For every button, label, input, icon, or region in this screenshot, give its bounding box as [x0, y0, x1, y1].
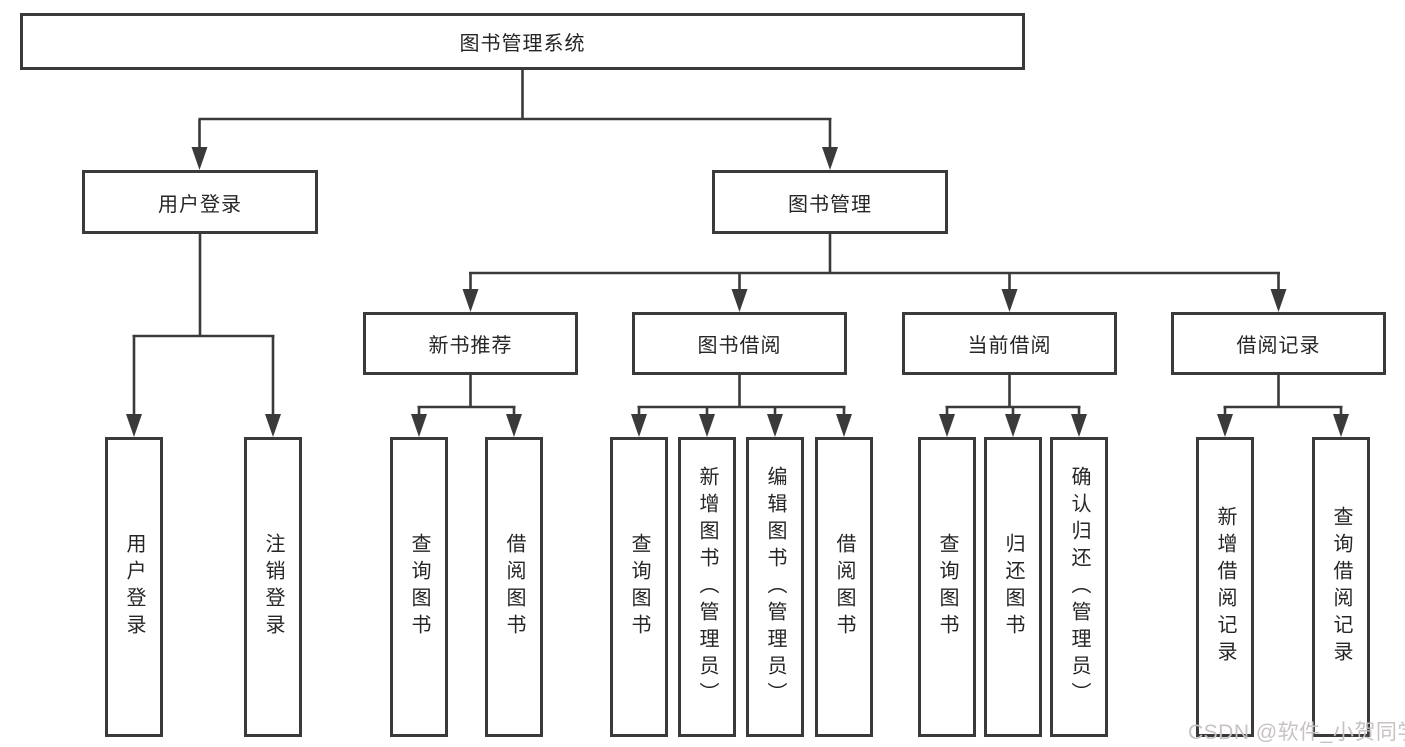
- node-add-borrow-record: 新增借阅记录: [1196, 437, 1254, 737]
- node-return-book: 归还图书: [984, 437, 1042, 737]
- node-current-borrowing: 当前借阅: [902, 312, 1117, 375]
- node-logout-action: 注销登录: [244, 437, 302, 737]
- node-edit-book-admin: 编辑图书（管理员）: [746, 437, 804, 737]
- node-new-book-recommend: 新书推荐: [363, 312, 578, 375]
- arrowheads: [126, 147, 1349, 437]
- node-borrow-books-recommend: 借阅图书: [485, 437, 543, 737]
- node-book-management: 图书管理: [712, 170, 948, 234]
- node-user-login-action: 用户登录: [105, 437, 163, 737]
- node-book-borrowing: 图书借阅: [632, 312, 847, 375]
- node-add-book-admin: 新增图书（管理员）: [678, 437, 736, 737]
- node-query-borrow-record: 查询借阅记录: [1312, 437, 1370, 737]
- node-query-books-borrowing: 查询图书: [610, 437, 668, 737]
- node-borrowing-records: 借阅记录: [1171, 312, 1386, 375]
- node-root-system: 图书管理系统: [20, 13, 1025, 70]
- node-query-books-current: 查询图书: [918, 437, 976, 737]
- node-borrow-books-action: 借阅图书: [815, 437, 873, 737]
- node-query-books-recommend: 查询图书: [390, 437, 448, 737]
- watermark: CSDN @软件_小贺同学: [1188, 721, 1405, 744]
- node-confirm-return-admin: 确认归还（管理员）: [1050, 437, 1108, 737]
- node-user-login: 用户登录: [82, 170, 318, 234]
